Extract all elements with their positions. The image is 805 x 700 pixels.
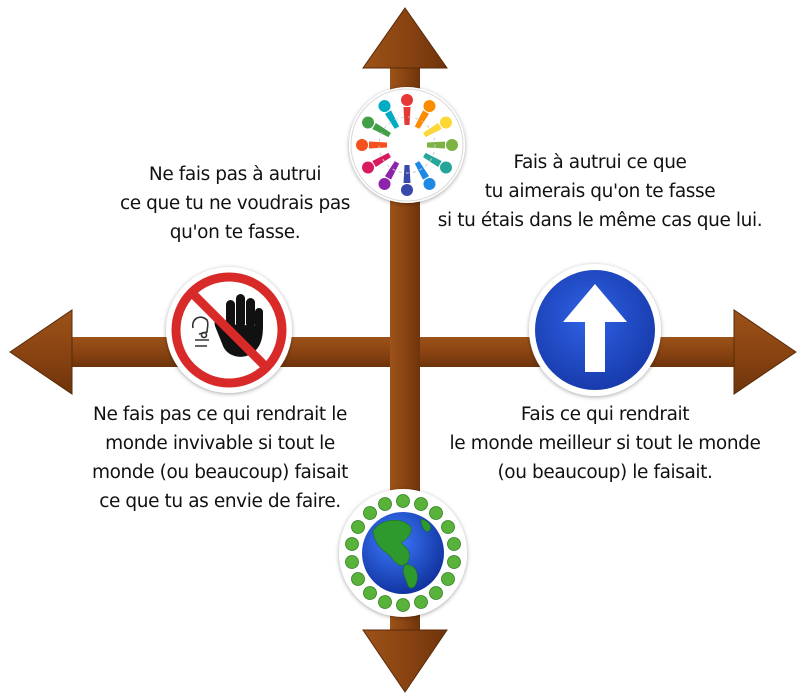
caption-golden-rule-positive: Fais à autrui ce que tu aimerais qu'on t… bbox=[420, 148, 780, 235]
caption-universal-negative: Ne fais pas ce qui rendrait le monde inv… bbox=[55, 400, 385, 516]
people-circle-icon bbox=[349, 87, 465, 203]
caption-line: Fais à autrui ce que bbox=[513, 152, 687, 173]
caption-line: ce que tu ne voudrais pas bbox=[119, 193, 351, 214]
arrowhead-down bbox=[362, 629, 448, 693]
caption-line: qu'on te fasse. bbox=[169, 222, 301, 243]
straight-ahead-arrow-sign-icon bbox=[529, 264, 661, 396]
arrowhead-up bbox=[362, 7, 448, 69]
caption-line: (ou beaucoup) le faisait. bbox=[497, 462, 713, 483]
caption-line: Ne fais pas ce qui rendrait le bbox=[93, 404, 347, 425]
no-entry-hand-icon bbox=[166, 267, 292, 393]
caption-line: monde invivable si tout le bbox=[105, 433, 335, 454]
caption-line: Fais ce qui rendrait bbox=[520, 404, 690, 425]
caption-line: si tu étais dans le même cas que lui. bbox=[437, 210, 763, 231]
caption-line: Ne fais pas à autrui bbox=[148, 164, 322, 185]
caption-line: monde (ou beaucoup) faisait bbox=[91, 462, 348, 483]
arrowhead-left bbox=[9, 309, 73, 395]
caption-line: ce que tu as envie de faire. bbox=[99, 491, 341, 512]
caption-line: tu aimerais qu'on te fasse bbox=[484, 181, 716, 202]
arrowhead-right bbox=[733, 309, 797, 395]
caption-line: le monde meilleur si tout le monde bbox=[449, 433, 761, 454]
earth-globe-wreath-icon bbox=[339, 489, 467, 617]
caption-golden-rule-negative: Ne fais pas à autrui ce que tu ne voudra… bbox=[85, 160, 385, 247]
caption-universal-positive: Fais ce qui rendrait le monde meilleur s… bbox=[420, 400, 790, 487]
